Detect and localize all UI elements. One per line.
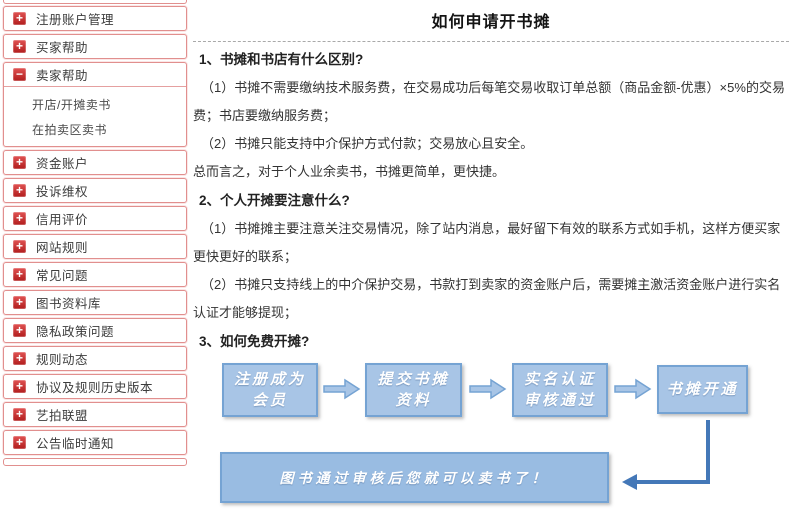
sidebar-item-agreement-history[interactable]: + 协议及规则历史版本 xyxy=(3,374,187,399)
expand-plus-icon[interactable]: + xyxy=(13,12,26,25)
sidebar-submenu: 开店/开摊卖书 在拍卖区卖书 xyxy=(4,86,186,146)
sidebar-item-header[interactable]: + 规则动态 xyxy=(4,347,186,370)
sidebar-item-label: 网站规则 xyxy=(36,241,89,255)
sidebar-item-register-account[interactable]: + 注册账户管理 xyxy=(3,6,187,31)
question-1: 1、书摊和书店有什么区别? xyxy=(199,52,364,67)
sidebar-item-label: 信用评价 xyxy=(36,213,89,227)
question-2: 2、个人开摊要注意什么? xyxy=(199,193,350,208)
expand-plus-icon[interactable]: + xyxy=(13,408,26,421)
sidebar-item-label: 协议及规则历史版本 xyxy=(36,381,154,395)
sidebar-item-header[interactable]: + 公告临时通知 xyxy=(4,431,186,454)
sidebar-item-label: 资金账户 xyxy=(36,157,89,171)
flow-step-label: 资料 xyxy=(395,392,432,409)
arrow-head-icon xyxy=(622,474,637,490)
sidebar-item-credit-rating[interactable]: + 信用评价 xyxy=(3,206,187,231)
sidebar-item-header[interactable]: + 买家帮助 xyxy=(4,35,186,58)
expand-plus-icon[interactable]: + xyxy=(13,212,26,225)
expand-plus-icon[interactable]: + xyxy=(13,436,26,449)
sidebar-item-header[interactable]: + 资金账户 xyxy=(4,151,186,174)
flow-step-label: 提交书摊 xyxy=(377,371,450,388)
sidebar-item-label: 艺拍联盟 xyxy=(36,409,89,423)
answer-1-2: （2）书摊只能支持中介保护方式付款；交易放心且安全。 xyxy=(201,136,534,151)
sidebar-item-header[interactable]: + 注册账户管理 xyxy=(4,7,186,30)
sidebar-item-rule-updates[interactable]: + 规则动态 xyxy=(3,346,187,371)
flow-result-box: 图书通过审核后您就可以卖书了！ xyxy=(220,452,609,503)
sidebar-item-art-auction-alliance[interactable]: + 艺拍联盟 xyxy=(3,402,187,427)
answer-1-summary: 总而言之，对于个人业余卖书，书摊更简单，更快捷。 xyxy=(193,164,506,179)
flow-arrow-icon xyxy=(323,378,361,400)
sidebar-item-label: 隐私政策问题 xyxy=(36,325,115,339)
answer-2-1: （1）书摊摊主要注意关注交易情况，除了站内消息，最好留下有效的联系方式如手机，这… xyxy=(193,221,781,264)
sidebar-item-label: 卖家帮助 xyxy=(36,69,89,83)
collapse-minus-icon[interactable]: − xyxy=(13,68,26,81)
flow-step-stall-opened: 书摊开通 xyxy=(657,365,748,414)
sidebar-item-privacy-policy[interactable]: + 隐私政策问题 xyxy=(3,318,187,343)
flow-arrow-icon xyxy=(469,378,507,400)
sidebar-item-announcements[interactable]: + 公告临时通知 xyxy=(3,430,187,455)
sidebar-item-label: 买家帮助 xyxy=(36,41,89,55)
sidebar-item-header[interactable]: + 协议及规则历史版本 xyxy=(4,375,186,398)
sidebar-item-header[interactable]: − 卖家帮助 xyxy=(4,63,186,86)
sidebar-item-header[interactable]: + 信用评价 xyxy=(4,207,186,230)
sidebar-item-header[interactable]: + 艺拍联盟 xyxy=(4,403,186,426)
flow-step-label: 实名认证 xyxy=(523,371,596,388)
sidebar-item-header[interactable]: + 网站规则 xyxy=(4,235,186,258)
question-3: 3、如何免费开摊? xyxy=(199,334,310,349)
flow-step-label: 审核通过 xyxy=(523,392,596,409)
sidebar-item-label: 规则动态 xyxy=(36,353,89,367)
page-title: 如何申请开书摊 xyxy=(193,0,789,42)
sidebar-item-label: 图书资料库 xyxy=(36,297,102,311)
flow-step-label: 注册成为 xyxy=(233,371,306,388)
flowchart: 注册成为 会员 提交书摊 资料 实名认证 审核通过 书摊开通 xyxy=(193,352,789,519)
sidebar-clipped-item[interactable] xyxy=(3,0,187,4)
sidebar-item-header[interactable]: + 隐私政策问题 xyxy=(4,319,186,342)
flow-step-label: 书摊开通 xyxy=(666,381,739,398)
sidebar-subitem-auction-area[interactable]: 在拍卖区卖书 xyxy=(32,123,108,137)
sidebar-item-header[interactable]: + 常见问题 xyxy=(4,263,186,286)
flow-step-label: 会员 xyxy=(251,392,288,409)
sidebar-item-header[interactable]: + 投诉维权 xyxy=(4,179,186,202)
sidebar-item-funds-account[interactable]: + 资金账户 xyxy=(3,150,187,175)
article-body: 1、书摊和书店有什么区别? （1）书摊不需要缴纳技术服务费，在交易成功后每笔交易… xyxy=(193,42,789,356)
expand-plus-icon[interactable]: + xyxy=(13,40,26,53)
expand-plus-icon[interactable]: + xyxy=(13,240,26,253)
sidebar-item-faq[interactable]: + 常见问题 xyxy=(3,262,187,287)
expand-plus-icon[interactable]: + xyxy=(13,324,26,337)
sidebar-item-label: 注册账户管理 xyxy=(36,13,115,27)
sidebar-item-label: 常见问题 xyxy=(36,269,89,283)
expand-plus-icon[interactable]: + xyxy=(13,184,26,197)
flow-result-label: 图书通过审核后您就可以卖书了！ xyxy=(279,469,550,486)
sidebar-subitem-open-shop-stall[interactable]: 开店/开摊卖书 xyxy=(32,98,111,112)
category-sidebar: + 注册账户管理 + 买家帮助 − 卖家帮助 开店/开摊卖书 在拍卖区卖书 + xyxy=(3,0,187,469)
answer-2-2: （2）书摊只支持线上的中介保护交易，书款打到卖家的资金账户后，需要摊主激活资金账… xyxy=(193,277,781,320)
sidebar-item-header[interactable]: + 图书资料库 xyxy=(4,291,186,314)
flow-arrow-icon xyxy=(614,378,652,400)
sidebar-item-buyer-help[interactable]: + 买家帮助 xyxy=(3,34,187,59)
expand-plus-icon[interactable]: + xyxy=(13,268,26,281)
expand-plus-icon[interactable]: + xyxy=(13,352,26,365)
sidebar-item-complaints[interactable]: + 投诉维权 xyxy=(3,178,187,203)
sidebar-item-site-rules[interactable]: + 网站规则 xyxy=(3,234,187,259)
elbow-arrow-horizontal-line xyxy=(637,480,710,484)
sidebar-item-seller-help[interactable]: − 卖家帮助 开店/开摊卖书 在拍卖区卖书 xyxy=(3,62,187,147)
expand-plus-icon[interactable]: + xyxy=(13,156,26,169)
sidebar-item-label: 投诉维权 xyxy=(36,185,89,199)
sidebar-empty-item[interactable] xyxy=(3,458,187,466)
sidebar-item-label: 公告临时通知 xyxy=(36,437,115,451)
help-article: 如何申请开书摊 1、书摊和书店有什么区别? （1）书摊不需要缴纳技术服务费，在交… xyxy=(193,0,789,503)
flow-step-submit-info: 提交书摊 资料 xyxy=(365,363,462,417)
expand-plus-icon[interactable]: + xyxy=(13,296,26,309)
expand-plus-icon[interactable]: + xyxy=(13,380,26,393)
elbow-arrow-vertical-line xyxy=(706,420,710,484)
answer-1-1: （1）书摊不需要缴纳技术服务费，在交易成功后每笔交易收取订单总额（商品金额-优惠… xyxy=(193,80,785,123)
sidebar-item-book-database[interactable]: + 图书资料库 xyxy=(3,290,187,315)
flow-step-register: 注册成为 会员 xyxy=(222,363,318,417)
flow-step-verify-identity: 实名认证 审核通过 xyxy=(512,363,608,417)
